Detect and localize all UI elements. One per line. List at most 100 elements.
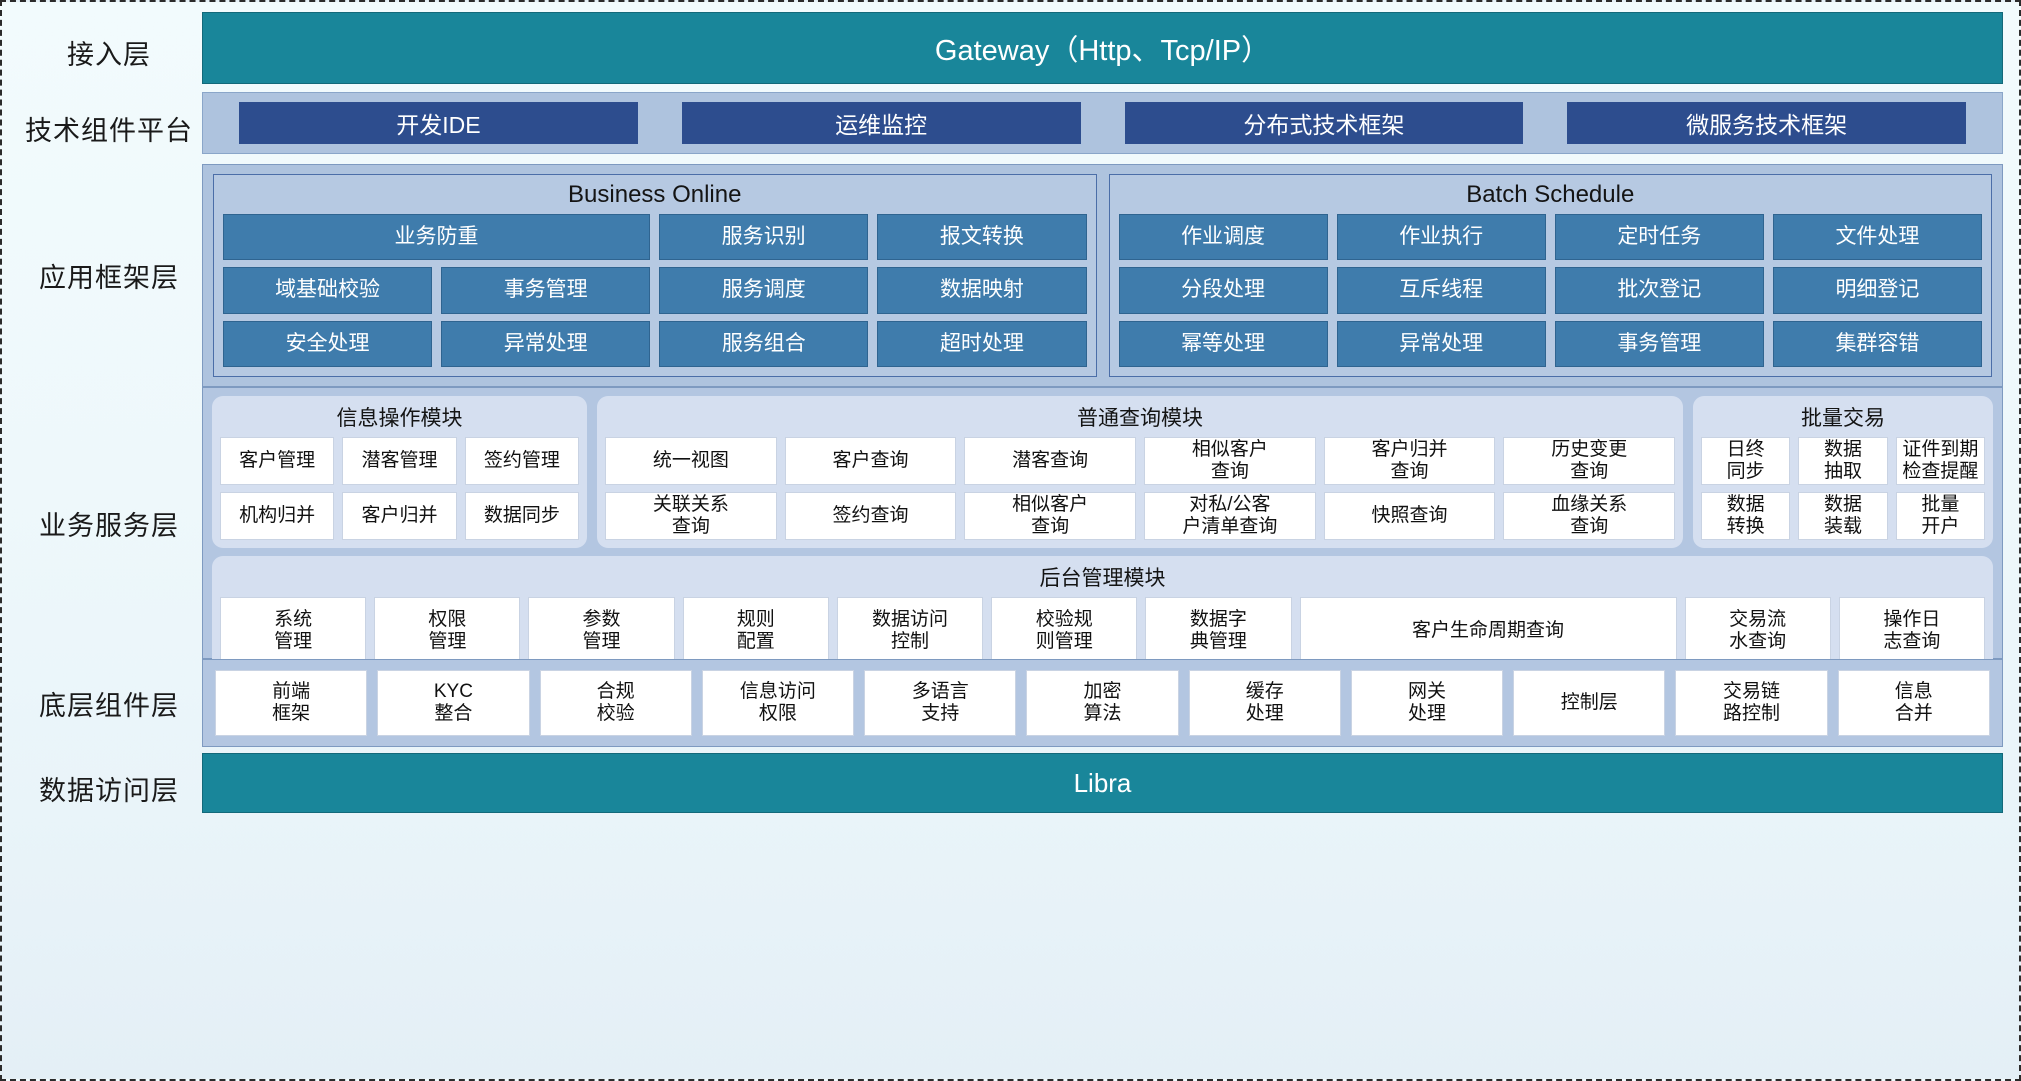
component-info-access-permission[interactable]: 信息访问 权限 [701, 670, 855, 736]
batch-cell-id-expiry-reminder[interactable]: 证件到期 检查提醒 [1895, 437, 1985, 485]
info-row-1: 客户管理 潜客管理 签约管理 [220, 437, 579, 485]
layer-row-tech: 技术组件平台 开发IDE 运维监控 分布式技术框架 微服务技术框架 [16, 92, 2003, 164]
batch-row-1: 日终 同步 数据 抽取 证件到期 检查提醒 [1701, 437, 1985, 485]
bs-cell-scheduled-task[interactable]: 定时任务 [1554, 214, 1764, 261]
group-business-online: Business Online 业务防重 服务识别 报文转换 域基础校验 事务管… [213, 174, 1097, 377]
component-frontend-framework[interactable]: 前端 框架 [215, 670, 368, 736]
component-encryption-algorithm[interactable]: 加密 算法 [1026, 670, 1179, 736]
tech-item-ide[interactable]: 开发IDE [239, 102, 638, 144]
component-kyc-integration[interactable]: KYC 整合 [377, 670, 530, 736]
bo-cell-domain-validation[interactable]: 域基础校验 [223, 267, 433, 314]
component-multilingual-support[interactable]: 多语言 支持 [864, 670, 1017, 736]
bs-cell-job-schedule[interactable]: 作业调度 [1118, 214, 1328, 261]
batch-cell-data-transform[interactable]: 数据 转换 [1701, 492, 1791, 540]
layer-label-app-framework: 应用框架层 [39, 263, 179, 293]
layer-row-app-framework: 应用框架层 Business Online 业务防重 服务识别 报文转换 域基础… [16, 164, 2003, 387]
admin-cell-rule-config[interactable]: 规则 配置 [682, 597, 829, 664]
bo-cell-service-dispatch[interactable]: 服务调度 [659, 267, 869, 314]
batch-row-2: 数据 转换 数据 装载 批量 开户 [1701, 492, 1985, 540]
admin-cell-data-dictionary-mgmt[interactable]: 数据字 典管理 [1145, 597, 1292, 664]
bs-cell-job-execute[interactable]: 作业执行 [1336, 214, 1546, 261]
bo-cell-service-composition[interactable]: 服务组合 [659, 320, 869, 367]
info-cell-org-merge[interactable]: 机构归并 [220, 492, 335, 540]
components-strip: 前端 框架 KYC 整合 合规 校验 信息访问 权限 多语言 支持 加密 算法 … [202, 659, 2003, 747]
admin-cell-permission-mgmt[interactable]: 权限 管理 [374, 597, 521, 664]
bs-row-2: 分段处理 互斥线程 批次登记 明细登记 [1118, 267, 1982, 314]
admin-cell-validation-rule-mgmt[interactable]: 校验规 则管理 [991, 597, 1138, 664]
bo-cell-data-mapping[interactable]: 数据映射 [877, 267, 1087, 314]
component-control-layer[interactable]: 控制层 [1513, 670, 1666, 736]
info-cell-customer-merge[interactable]: 客户归并 [342, 492, 457, 540]
component-gateway-processing[interactable]: 网关 处理 [1350, 670, 1504, 736]
layer-row-components: 底层组件层 前端 框架 KYC 整合 合规 校验 信息访问 权限 多语言 支持 … [16, 659, 2003, 747]
bo-cell-message-transform[interactable]: 报文转换 [877, 214, 1087, 261]
bs-cell-idempotent-processing[interactable]: 幂等处理 [1118, 320, 1328, 367]
info-cell-customer-mgmt[interactable]: 客户管理 [220, 437, 335, 485]
admin-cell-customer-lifecycle-query[interactable]: 客户生命周期查询 [1299, 597, 1677, 664]
query-cell-lineage-query[interactable]: 血缘关系 查询 [1503, 492, 1676, 540]
bs-cell-batch-register[interactable]: 批次登记 [1554, 267, 1764, 314]
bo-cell-transaction-mgmt[interactable]: 事务管理 [441, 267, 651, 314]
bs-cell-detail-register[interactable]: 明细登记 [1772, 267, 1982, 314]
admin-cell-operation-log-query[interactable]: 操作日 志查询 [1838, 597, 1985, 664]
admin-cell-data-access-control[interactable]: 数据访问 控制 [836, 597, 984, 664]
layer-label-components: 底层组件层 [39, 690, 179, 721]
module-batch-transaction: 批量交易 日终 同步 数据 抽取 证件到期 检查提醒 数据 转换 数据 装载 批… [1693, 396, 1993, 548]
query-cell-prospect-query[interactable]: 潜客查询 [964, 437, 1137, 485]
query-cell-relation-query[interactable]: 关联关系 查询 [605, 492, 777, 540]
bs-cell-exception-processing[interactable]: 异常处理 [1336, 320, 1546, 367]
module-title-info-operations: 信息操作模块 [336, 407, 463, 430]
info-cell-prospect-mgmt[interactable]: 潜客管理 [342, 437, 457, 485]
bo-cell-security-processing[interactable]: 安全处理 [223, 320, 433, 367]
layer-row-access: 接入层 Gateway（Http、Tcp/IP） [16, 12, 2003, 92]
query-cell-retail-corporate-list-query[interactable]: 对私/公客 户清单查询 [1144, 492, 1316, 540]
bs-cell-file-processing[interactable]: 文件处理 [1772, 214, 1982, 261]
admin-cell-transaction-log-query[interactable]: 交易流 水查询 [1684, 597, 1831, 664]
bs-row-3: 幂等处理 异常处理 事务管理 集群容错 [1118, 320, 1982, 367]
query-cell-history-change-query[interactable]: 历史变更 查询 [1503, 437, 1676, 485]
batch-cell-bulk-account-open[interactable]: 批量 开户 [1895, 492, 1985, 540]
group-batch-schedule: Batch Schedule 作业调度 作业执行 定时任务 文件处理 分段处理 … [1108, 174, 1992, 377]
component-info-merge[interactable]: 信息 合并 [1837, 670, 1990, 736]
bs-cell-transaction-mgmt[interactable]: 事务管理 [1554, 320, 1764, 367]
module-general-query: 普通查询模块 统一视图 客户查询 潜客查询 相似客户 查询 客户归并 查询 历史… [597, 396, 1683, 548]
tech-item-distributed-framework[interactable]: 分布式技术框架 [1124, 102, 1524, 144]
admin-cell-system-mgmt[interactable]: 系统 管理 [220, 597, 367, 664]
batch-cell-eod-sync[interactable]: 日终 同步 [1701, 437, 1791, 485]
group-title-batch-schedule: Batch Schedule [1466, 181, 1635, 208]
query-cell-unified-view[interactable]: 统一视图 [605, 437, 777, 485]
gateway-bar: Gateway（Http、Tcp/IP） [202, 12, 2003, 84]
group-title-business-online: Business Online [568, 181, 742, 208]
bs-cell-segment-processing[interactable]: 分段处理 [1118, 267, 1328, 314]
bo-cell-service-identify[interactable]: 服务识别 [658, 214, 869, 261]
query-cell-customer-query[interactable]: 客户查询 [784, 437, 957, 485]
component-cache-processing[interactable]: 缓存 处理 [1188, 670, 1341, 736]
layer-row-business-service: 业务服务层 信息操作模块 客户管理 潜客管理 签约管理 [16, 387, 2003, 672]
bs-cell-cluster-fault-tolerance[interactable]: 集群容错 [1772, 320, 1982, 367]
bo-cell-timeout-processing[interactable]: 超时处理 [877, 320, 1087, 367]
batch-cell-data-load[interactable]: 数据 装载 [1798, 492, 1888, 540]
query-row-2: 关联关系 查询 签约查询 相似客户 查询 对私/公客 户清单查询 快照查询 血缘… [605, 492, 1676, 540]
app-framework-panel: Business Online 业务防重 服务识别 报文转换 域基础校验 事务管… [202, 164, 2003, 387]
component-compliance-check[interactable]: 合规 校验 [539, 670, 692, 736]
query-cell-contract-query[interactable]: 签约查询 [784, 492, 957, 540]
admin-cell-parameter-mgmt[interactable]: 参数 管理 [528, 597, 675, 664]
info-cell-contract-mgmt[interactable]: 签约管理 [464, 437, 579, 485]
query-cell-similar-customer-query[interactable]: 相似客户 查询 [1144, 437, 1316, 485]
bs-cell-mutex-thread[interactable]: 互斥线程 [1336, 267, 1546, 314]
bo-cell-exception-processing[interactable]: 异常处理 [441, 320, 651, 367]
query-cell-snapshot-query[interactable]: 快照查询 [1323, 492, 1496, 540]
batch-cell-data-extract[interactable]: 数据 抽取 [1798, 437, 1888, 485]
module-title-general-query: 普通查询模块 [1077, 407, 1203, 430]
component-transaction-chain-control[interactable]: 交易链 路控制 [1675, 670, 1828, 736]
module-info-operations: 信息操作模块 客户管理 潜客管理 签约管理 机构归并 客户归并 数据同步 [212, 396, 587, 548]
bo-cell-anti-duplicate[interactable]: 业务防重 [223, 214, 650, 261]
query-cell-customer-merge-query[interactable]: 客户归并 查询 [1323, 437, 1496, 485]
query-cell-similar-customer-query-2[interactable]: 相似客户 查询 [964, 492, 1137, 540]
layer-label-data-access: 数据访问层 [39, 775, 179, 806]
info-cell-data-sync[interactable]: 数据同步 [464, 492, 579, 540]
bo-row-2: 域基础校验 事务管理 服务调度 数据映射 [223, 267, 1087, 314]
tech-item-microservice-framework[interactable]: 微服务技术框架 [1567, 102, 1966, 144]
tech-item-ops-monitor[interactable]: 运维监控 [681, 102, 1081, 144]
